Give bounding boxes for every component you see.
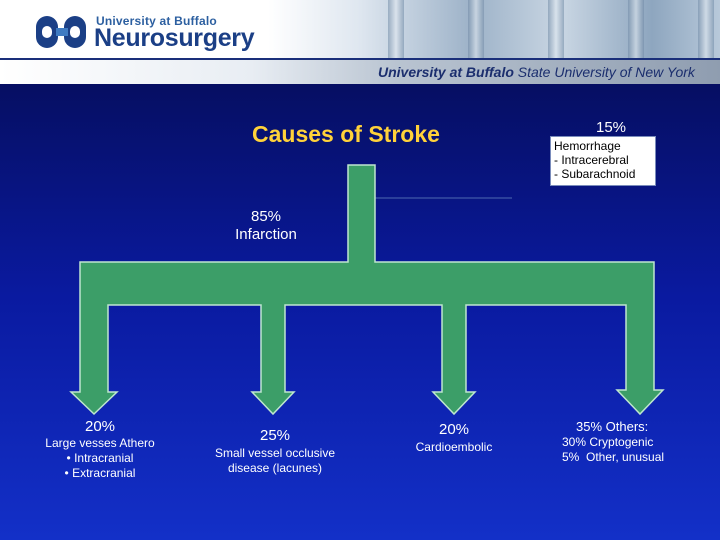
hemorrhage-subtype: - Intracerebral <box>554 153 629 167</box>
branch-percent: 20% <box>438 421 470 438</box>
branch-text: Cardioembolic <box>415 440 493 454</box>
branch-percent: 20% <box>84 418 116 435</box>
header-bar-label: University at Buffalo State University o… <box>378 64 695 80</box>
tree-trunk-and-branches <box>69 164 665 416</box>
branch-text: 30% Cryptogenic <box>562 435 654 449</box>
hemorrhage-subtype: - Subarachnoid <box>554 167 636 181</box>
diagram-title: Causes of Stroke <box>252 121 440 147</box>
branch-large-vessel: 20% Large vesses Athero • Intracranial •… <box>40 418 160 481</box>
branch-text: • Extracranial <box>64 466 136 480</box>
header-column <box>698 0 714 60</box>
hemorrhage-label: Hemorrhage <box>554 139 621 153</box>
branch-percent: 25% <box>259 427 291 444</box>
header-bar-suny: State University of New York <box>517 64 695 80</box>
branch-text: Small vessel occlusive <box>214 446 336 460</box>
logo-department-text: Neurosurgery <box>94 24 255 52</box>
branch-cardioembolic: 20% Cardioembolic <box>404 420 504 455</box>
logo-university-text: University at Buffalo <box>96 14 217 28</box>
header-column <box>468 0 484 60</box>
header-column <box>388 0 404 60</box>
branch-text: disease (lacunes) <box>227 461 323 475</box>
header-bar <box>0 60 720 84</box>
branch-text: • Intracranial <box>66 451 134 465</box>
header-column <box>548 0 564 60</box>
hemorrhage-percent: 15% <box>596 119 627 136</box>
branch-heading-text: Others: <box>605 419 649 434</box>
branch-text: 5% Other, unusual <box>562 450 665 464</box>
infarction-label: 85% Infarction <box>226 208 306 244</box>
header-column <box>628 0 644 60</box>
hemorrhage-box: Hemorrhage - Intracerebral - Subarachnoi… <box>550 136 656 186</box>
branch-percent: 35% <box>576 419 603 434</box>
header-bar-ub: University at Buffalo <box>378 64 514 80</box>
infarction-percent: 85% <box>250 208 282 225</box>
branch-heading: 35% Others: <box>562 418 682 435</box>
ub-logo-icon <box>36 16 86 48</box>
branch-text: Large vesses Athero <box>45 436 155 450</box>
branch-small-vessel: 25% Small vessel occlusive disease (lacu… <box>205 426 345 476</box>
infarction-name: Infarction <box>235 226 297 243</box>
header-photo <box>268 0 720 60</box>
branch-others: 35% Others: 30% Cryptogenic 5% Other, un… <box>562 418 682 465</box>
header-banner: University at Buffalo Neurosurgery Unive… <box>0 0 720 84</box>
header-divider <box>0 58 720 60</box>
